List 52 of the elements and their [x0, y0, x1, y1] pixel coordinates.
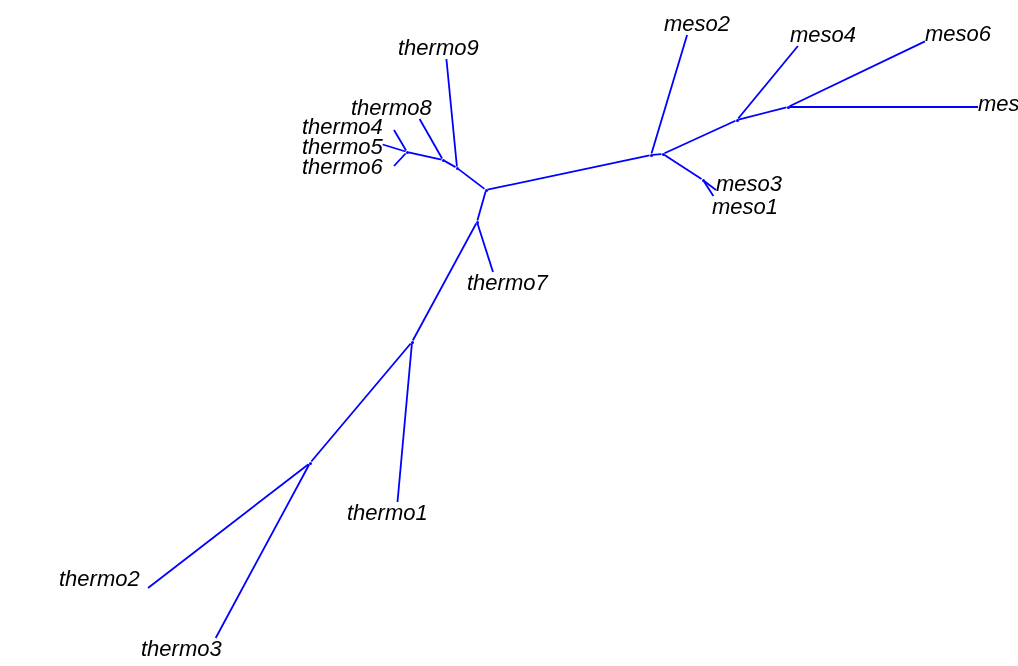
tree-branch: [663, 154, 703, 180]
tree-branch: [445, 58, 458, 168]
taxon-label: thermo3: [141, 638, 222, 660]
tree-branch: [737, 45, 799, 120]
tree-branch: [663, 119, 737, 155]
branch-point: [649, 153, 653, 157]
tree-branch: [703, 180, 715, 197]
tree-branch: [476, 222, 494, 273]
tree-branch: [788, 106, 979, 108]
branch-point: [405, 150, 409, 154]
tree-branch: [443, 160, 457, 168]
taxon-label: thermo8: [351, 97, 432, 119]
tree-branch: [650, 34, 688, 155]
tree-branch: [214, 463, 311, 639]
taxon-label: meso6: [925, 23, 992, 45]
taxon-label: thermo7: [467, 272, 548, 294]
taxon-label: meso3: [716, 173, 783, 195]
branch-point: [441, 158, 445, 162]
taxon-label: meso2: [664, 13, 731, 35]
tree-branch: [393, 152, 407, 167]
branch-point: [661, 152, 665, 156]
taxon-label: meso4: [790, 24, 857, 46]
branch-point: [455, 166, 459, 170]
branch-point: [786, 105, 790, 109]
tree-branch: [788, 40, 926, 108]
tree-branch: [407, 151, 443, 161]
tree-branch: [147, 463, 310, 589]
branch-point: [308, 461, 312, 465]
taxon-label: meso1: [712, 196, 779, 218]
tree-branch: [418, 118, 443, 160]
branch-point: [410, 340, 414, 344]
tree-branch: [476, 190, 487, 222]
tree-branch: [310, 342, 412, 463]
tree-branch: [411, 222, 478, 342]
tree-branch: [381, 143, 407, 153]
branch-point: [484, 188, 488, 192]
tree-branch: [737, 106, 788, 121]
taxon-label: thermo1: [347, 502, 428, 524]
branch-point: [735, 118, 739, 122]
taxon-label: thermo2: [59, 568, 140, 590]
tree-branch: [486, 154, 651, 191]
tree-branch: [457, 168, 486, 190]
branch-point: [475, 220, 479, 224]
taxon-label: thermo6: [302, 156, 383, 178]
branch-point: [701, 178, 705, 182]
taxon-label: thermo5: [302, 136, 383, 158]
tree-branch: [703, 180, 717, 191]
tree-branch: [396, 342, 413, 503]
tree-branch: [651, 153, 663, 156]
taxon-label: thermo4: [302, 116, 383, 138]
taxon-label: thermo9: [398, 37, 479, 59]
tree-branch: [393, 129, 407, 152]
